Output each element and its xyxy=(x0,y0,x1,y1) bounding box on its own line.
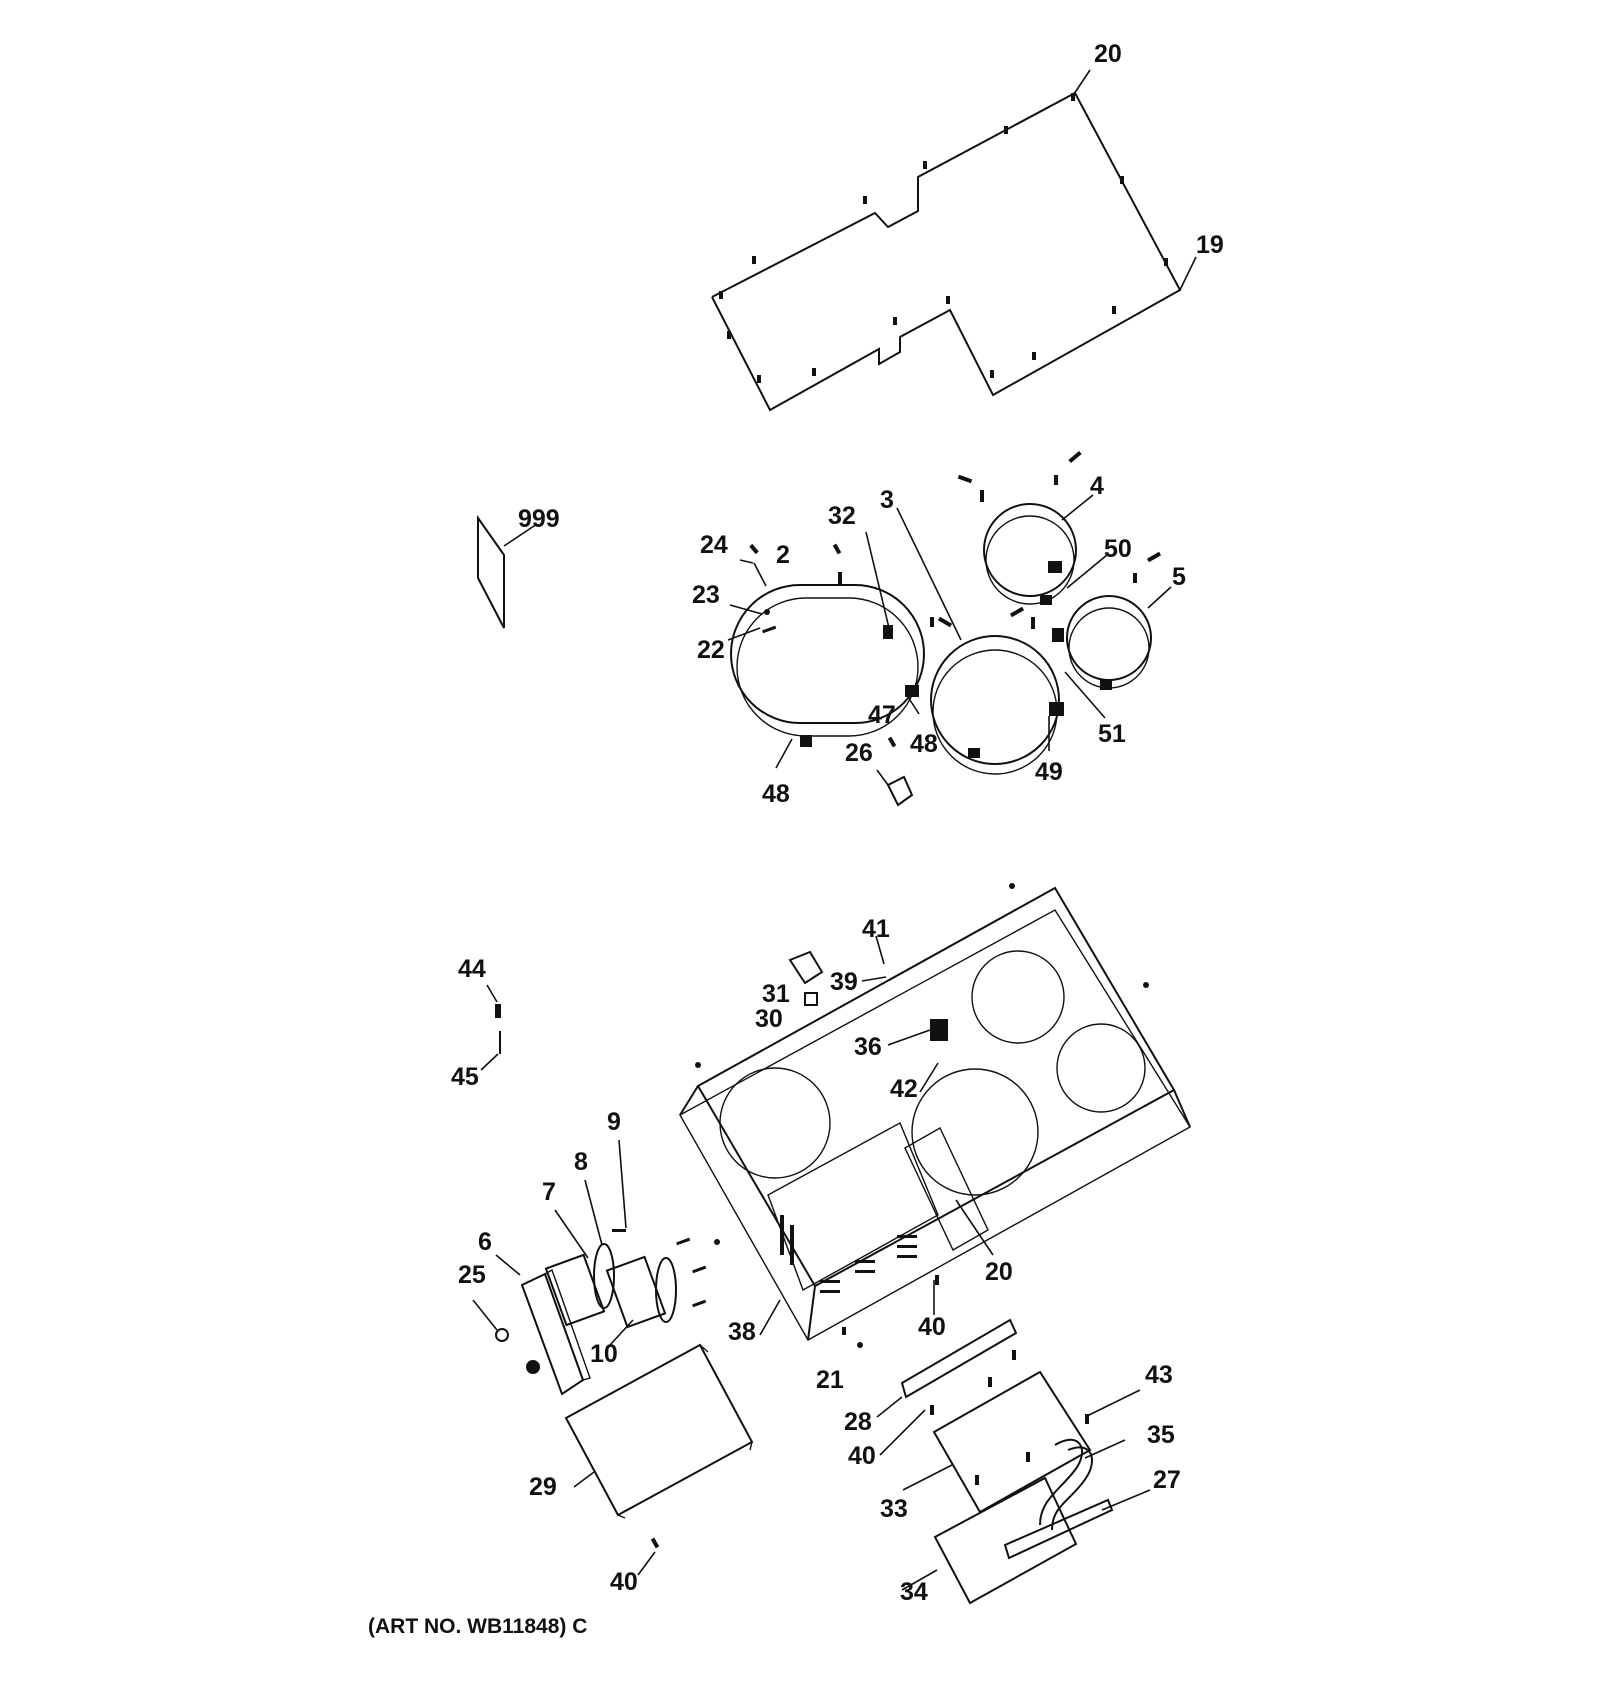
callout-4: 4 xyxy=(1090,472,1104,500)
callout-23: 23 xyxy=(692,581,720,609)
callout-28: 28 xyxy=(844,1408,872,1436)
callout-25: 25 xyxy=(458,1261,486,1289)
callout-32: 32 xyxy=(828,502,856,530)
callout-39: 39 xyxy=(830,968,858,996)
callout-42: 42 xyxy=(890,1075,918,1103)
callout-43: 43 xyxy=(1145,1361,1173,1389)
callout-9: 9 xyxy=(607,1108,621,1136)
callout-41: 41 xyxy=(862,915,890,943)
burner-screws xyxy=(749,450,1162,748)
callout-33: 33 xyxy=(880,1495,908,1523)
callout-47: 47 xyxy=(868,701,896,729)
part-44-45-small-parts xyxy=(480,984,501,1071)
callout-48: 48 xyxy=(762,780,790,808)
callout-35: 35 xyxy=(1147,1421,1175,1449)
callout-30: 30 xyxy=(755,1005,783,1033)
callout-labels: 20 19 999 24 23 22 2 32 3 4 50 5 51 49 4… xyxy=(451,40,1224,1606)
callout-5: 5 xyxy=(1172,563,1186,591)
callout-6: 6 xyxy=(478,1228,492,1256)
callout-51: 51 xyxy=(1098,720,1126,748)
callout-24: 24 xyxy=(700,531,728,559)
callout-3: 3 xyxy=(880,486,894,514)
screw-40c xyxy=(637,1537,660,1576)
part-4-small-burner xyxy=(983,503,1077,605)
art-number-caption: (ART NO. WB11848) C xyxy=(368,1615,588,1638)
callout-10: 10 xyxy=(590,1340,618,1368)
callout-44: 44 xyxy=(458,955,486,983)
callout-22: 22 xyxy=(697,636,725,664)
callout-40: 40 xyxy=(848,1442,876,1470)
callout-40: 40 xyxy=(918,1313,946,1341)
part-5-small-burner xyxy=(1066,595,1152,690)
callout-20: 20 xyxy=(1094,40,1122,68)
leader-lines-boards xyxy=(879,1389,1141,1456)
callout-21: 21 xyxy=(816,1366,844,1394)
callout-49: 49 xyxy=(1035,758,1063,786)
part-27-strip xyxy=(1003,1489,1151,1560)
part-26-bracket xyxy=(886,775,914,807)
fan-assembly xyxy=(495,1229,720,1396)
part-999-literature xyxy=(477,514,538,629)
callout-7: 7 xyxy=(542,1178,556,1206)
leader-lines-top xyxy=(1073,69,1197,291)
callout-8: 8 xyxy=(574,1148,588,1176)
leader-lines-chassis xyxy=(759,935,994,1336)
part-33-board xyxy=(902,1350,1092,1514)
callout-27: 27 xyxy=(1153,1466,1181,1494)
callout-48: 48 xyxy=(910,730,938,758)
chassis-box xyxy=(679,883,1191,1341)
callout-38: 38 xyxy=(728,1318,756,1346)
callout-29: 29 xyxy=(529,1473,557,1501)
callout-19: 19 xyxy=(1196,231,1224,259)
leader-lines-fan xyxy=(472,1139,634,1346)
part-28-strip xyxy=(876,1318,1018,1418)
part-34-board xyxy=(901,1476,1078,1605)
part-2-oval-burner xyxy=(730,584,925,747)
part-3-large-round-burner xyxy=(930,635,1060,775)
part-35-ribbon-cable xyxy=(1039,1438,1126,1531)
callout-2: 2 xyxy=(776,541,790,569)
callout-20: 20 xyxy=(985,1258,1013,1286)
part-31-30-bracket xyxy=(788,950,824,1006)
callout-50: 50 xyxy=(1104,535,1132,563)
callout-36: 36 xyxy=(854,1033,882,1061)
part-19-cooktop-top-panel xyxy=(711,91,1182,412)
small-screws-bottom xyxy=(842,1275,939,1348)
leader-lines-burners xyxy=(727,494,1172,786)
callout-45: 45 xyxy=(451,1063,479,1091)
callout-34: 34 xyxy=(900,1578,928,1606)
callout-999: 999 xyxy=(518,505,560,533)
callout-26: 26 xyxy=(845,739,873,767)
callout-31: 31 xyxy=(762,980,790,1008)
callout-40: 40 xyxy=(610,1568,638,1596)
part-29-tray xyxy=(564,1343,754,1519)
